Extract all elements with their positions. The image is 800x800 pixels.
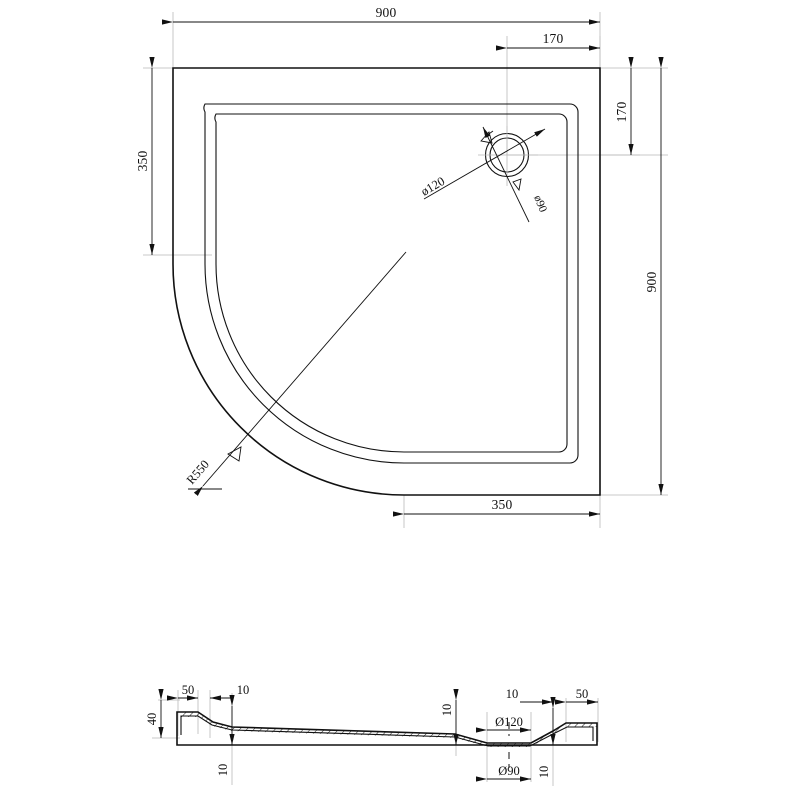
dim-section-step-right-outer-label: 10: [506, 687, 519, 701]
dim-straight-edge-bottom-label: 350: [492, 497, 513, 512]
dim-section-thickness-label: 40: [145, 713, 159, 726]
drain-inner-diameter-leader: [482, 126, 530, 223]
dim-straight-edge-left-label: 350: [135, 151, 150, 172]
corner-radius-label: R550: [184, 457, 212, 487]
dim-drain-offset-right-label: 170: [543, 31, 564, 46]
tray-outer-outline: [172, 67, 601, 496]
plan-view-group: ø120 ø90 R550 900 170 350: [135, 5, 668, 528]
dim-section-step-left-label: 10: [237, 683, 250, 697]
corner-radius-leader: [188, 251, 407, 497]
dim-overall-height-label: 900: [644, 272, 659, 293]
section-view-group: 50 10 10 40 10 Ø120 Ø90: [145, 683, 599, 786]
drain-inner-diameter-label: ø90: [531, 194, 549, 215]
tray-rim-inner-outline: [203, 103, 579, 464]
dim-drain-offset-top-label: 170: [614, 102, 629, 123]
section-wall-hatch: [177, 712, 597, 747]
dim-overall-width-label: 900: [376, 5, 397, 20]
dim-section-rim-right-label: 50: [576, 687, 589, 701]
tray-basin-outline: [214, 113, 568, 453]
dim-section-drain-outer-label: Ø120: [495, 715, 523, 729]
dim-section-drain-inner-label: Ø90: [498, 764, 520, 778]
plan-extension-lines: [143, 12, 668, 528]
dim-section-lip-right-label: 10: [537, 766, 551, 779]
dim-section-step-right-inner-label: 10: [440, 704, 454, 717]
dim-section-lip-left-label: 10: [216, 764, 230, 777]
drain-outer-diameter-label: ø120: [419, 174, 448, 199]
dim-section-rim-left-label: 50: [182, 683, 195, 697]
